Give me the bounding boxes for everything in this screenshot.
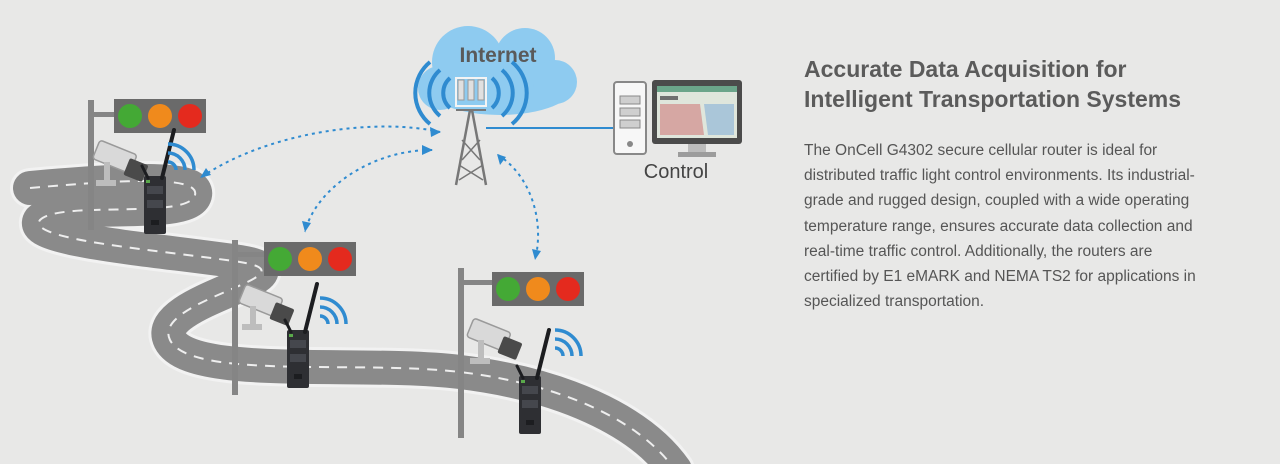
network-illustration: Internet	[10, 26, 742, 464]
tower-wifi-right	[490, 60, 529, 126]
description-text: The OnCell G4302 secure cellular router …	[804, 142, 1196, 311]
section-heading: Accurate Data Acquisition for Intelligen…	[804, 54, 1204, 114]
wifi-icon	[553, 328, 583, 358]
road	[10, 161, 694, 464]
traffic-light-icon	[232, 240, 356, 395]
arrowhead	[497, 154, 506, 165]
traffic-light-icon	[88, 99, 206, 230]
traffic-light-icon	[458, 268, 584, 438]
description-panel: Accurate Data Acquisition for Intelligen…	[804, 54, 1204, 314]
wifi-icon	[318, 296, 348, 326]
arrowhead	[532, 249, 541, 260]
arrowhead	[200, 168, 211, 178]
tower-wifi-left	[413, 60, 452, 126]
heading-line-2: Intelligent Transportation Systems	[804, 86, 1182, 112]
internet-label: Internet	[459, 44, 536, 67]
control-label: Control	[644, 161, 708, 183]
cell-tower-icon	[454, 77, 488, 186]
link-tower-signal-3	[497, 154, 539, 261]
arrowhead	[430, 127, 441, 137]
link-tower-signal-2	[304, 149, 433, 233]
control-pc-icon	[613, 80, 742, 157]
arrowhead	[302, 221, 311, 232]
arrowhead	[422, 145, 433, 155]
heading-line-1: Accurate Data Acquisition for	[804, 56, 1127, 82]
